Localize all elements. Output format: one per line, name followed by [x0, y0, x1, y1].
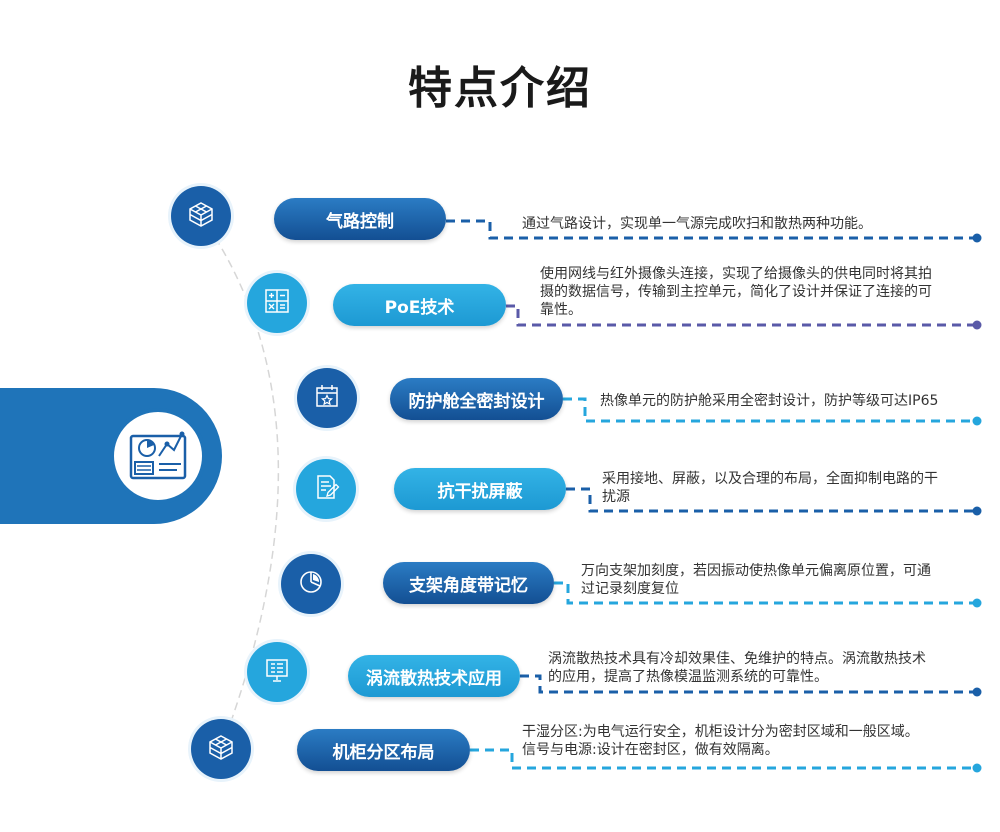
feature-node-2 — [247, 273, 307, 333]
pie-chart-icon — [297, 568, 325, 600]
feature-pill-1: 气路控制 — [274, 198, 446, 240]
calculator-icon — [263, 287, 291, 319]
feature-desc-7: 干湿分区:为电气运行安全，机柜设计分为密封区域和一般区域。 信号与电源:设计在密… — [522, 724, 919, 758]
feature-desc-2: 使用网线与红外摄像头连接，实现了给摄像头的供电同时将其拍 摄的数据信号，传输到主… — [540, 266, 932, 318]
calendar-star-icon — [313, 382, 341, 414]
feature-pill-7: 机柜分区布局 — [297, 729, 470, 771]
presentation-board-icon — [263, 656, 291, 688]
feature-node-4 — [296, 459, 356, 519]
feature-pill-3: 防护舱全密封设计 — [390, 378, 563, 420]
feature-pill-5: 支架角度带记忆 — [383, 562, 554, 604]
feature-desc-5: 万向支架加刻度，若因振动使热像单元偏离原位置，可通 过记录刻度复位 — [581, 563, 931, 597]
report-document-icon — [127, 426, 189, 486]
feature-pill-6: 涡流散热技术应用 — [348, 655, 520, 697]
feature-desc-4: 采用接地、屏蔽，以及合理的布局，全面抑制电路的干 扰源 — [602, 471, 938, 505]
feature-desc-3: 热像单元的防护舱采用全密封设计，防护等级可达IP65 — [600, 393, 939, 409]
cube-grid-icon — [187, 200, 215, 232]
cube-grid-icon — [207, 733, 235, 765]
hub-circle — [110, 408, 206, 504]
feature-pill-2: PoE技术 — [333, 284, 506, 326]
document-edit-icon — [312, 473, 340, 505]
feature-node-6 — [247, 642, 307, 702]
feature-node-5 — [281, 554, 341, 614]
page-title: 特点介绍 — [408, 63, 592, 114]
feature-node-3 — [297, 368, 357, 428]
feature-pill-4: 抗干扰屏蔽 — [394, 468, 566, 510]
feature-node-1 — [171, 186, 231, 246]
feature-node-7 — [191, 719, 251, 779]
feature-desc-1: 通过气路设计，实现单一气源完成吹扫和散热两种功能。 — [522, 216, 872, 232]
feature-desc-6: 涡流散热技术具有冷却效果佳、免维护的特点。涡流散热技术 的应用，提高了热像模温监… — [548, 651, 926, 685]
